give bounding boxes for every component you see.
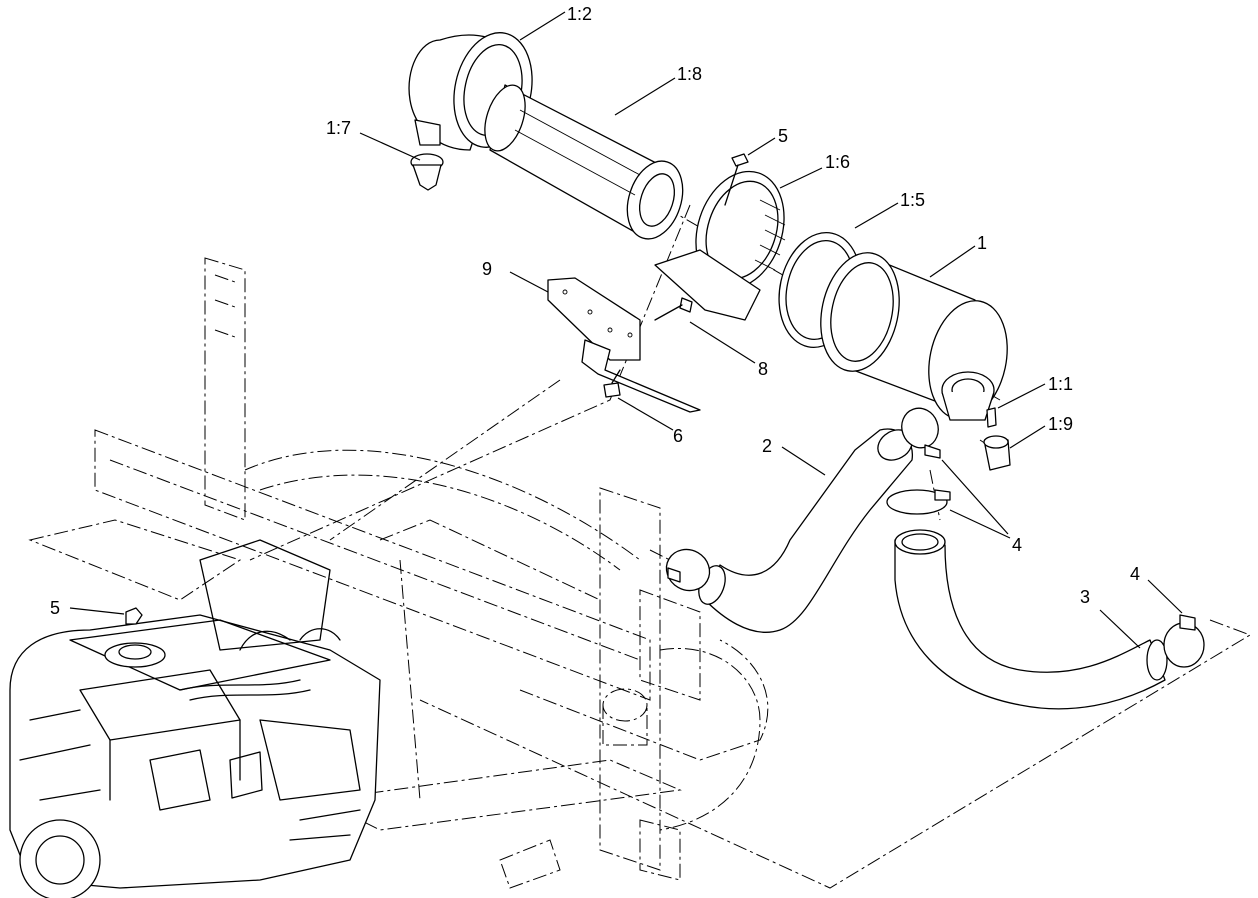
evacuator-valve xyxy=(410,153,444,191)
callout-1-9: 1:9 xyxy=(1048,414,1073,434)
callout-1-5: 1:5 xyxy=(900,190,925,210)
callout-1: 1 xyxy=(977,233,987,253)
restriction-indicator xyxy=(983,435,1011,471)
air-cleaner-body xyxy=(820,252,1008,421)
hose-clamps xyxy=(665,407,1205,668)
callout-2: 2 xyxy=(762,436,772,456)
engine-block xyxy=(9,539,381,898)
callout-4-right: 4 xyxy=(1130,564,1140,584)
primary-filter-element xyxy=(484,84,684,240)
intake-hose-upper xyxy=(698,428,913,633)
callout-labels: 1:2 1:8 1:7 5 1:6 1:5 1 9 8 1:1 1:9 6 2 … xyxy=(50,4,1140,618)
callout-1-8: 1:8 xyxy=(677,64,702,84)
tractor-frame xyxy=(28,257,769,889)
callout-5-top: 5 xyxy=(778,126,788,146)
callout-6: 6 xyxy=(673,426,683,446)
callout-3: 3 xyxy=(1080,587,1090,607)
hex-bolt-top xyxy=(724,153,749,206)
callout-1-7: 1:7 xyxy=(326,118,351,138)
carriage-bolt xyxy=(654,297,693,321)
mounting-bracket xyxy=(547,277,701,413)
callout-9: 9 xyxy=(482,259,492,279)
callout-1-1: 1:1 xyxy=(1048,374,1073,394)
filter-cover xyxy=(408,32,533,151)
vacuator-fitting xyxy=(986,407,997,428)
callout-8: 8 xyxy=(758,359,768,379)
leader-lines xyxy=(69,11,1183,649)
mounting-band xyxy=(654,170,786,321)
flange-bolt xyxy=(603,369,621,398)
callout-1-6: 1:6 xyxy=(825,152,850,172)
callout-1-2: 1:2 xyxy=(567,4,592,24)
callout-4-mid: 4 xyxy=(1012,535,1022,555)
intake-hose-lower xyxy=(894,529,1168,710)
hex-nut-left xyxy=(125,607,143,625)
callout-5-left: 5 xyxy=(50,598,60,618)
